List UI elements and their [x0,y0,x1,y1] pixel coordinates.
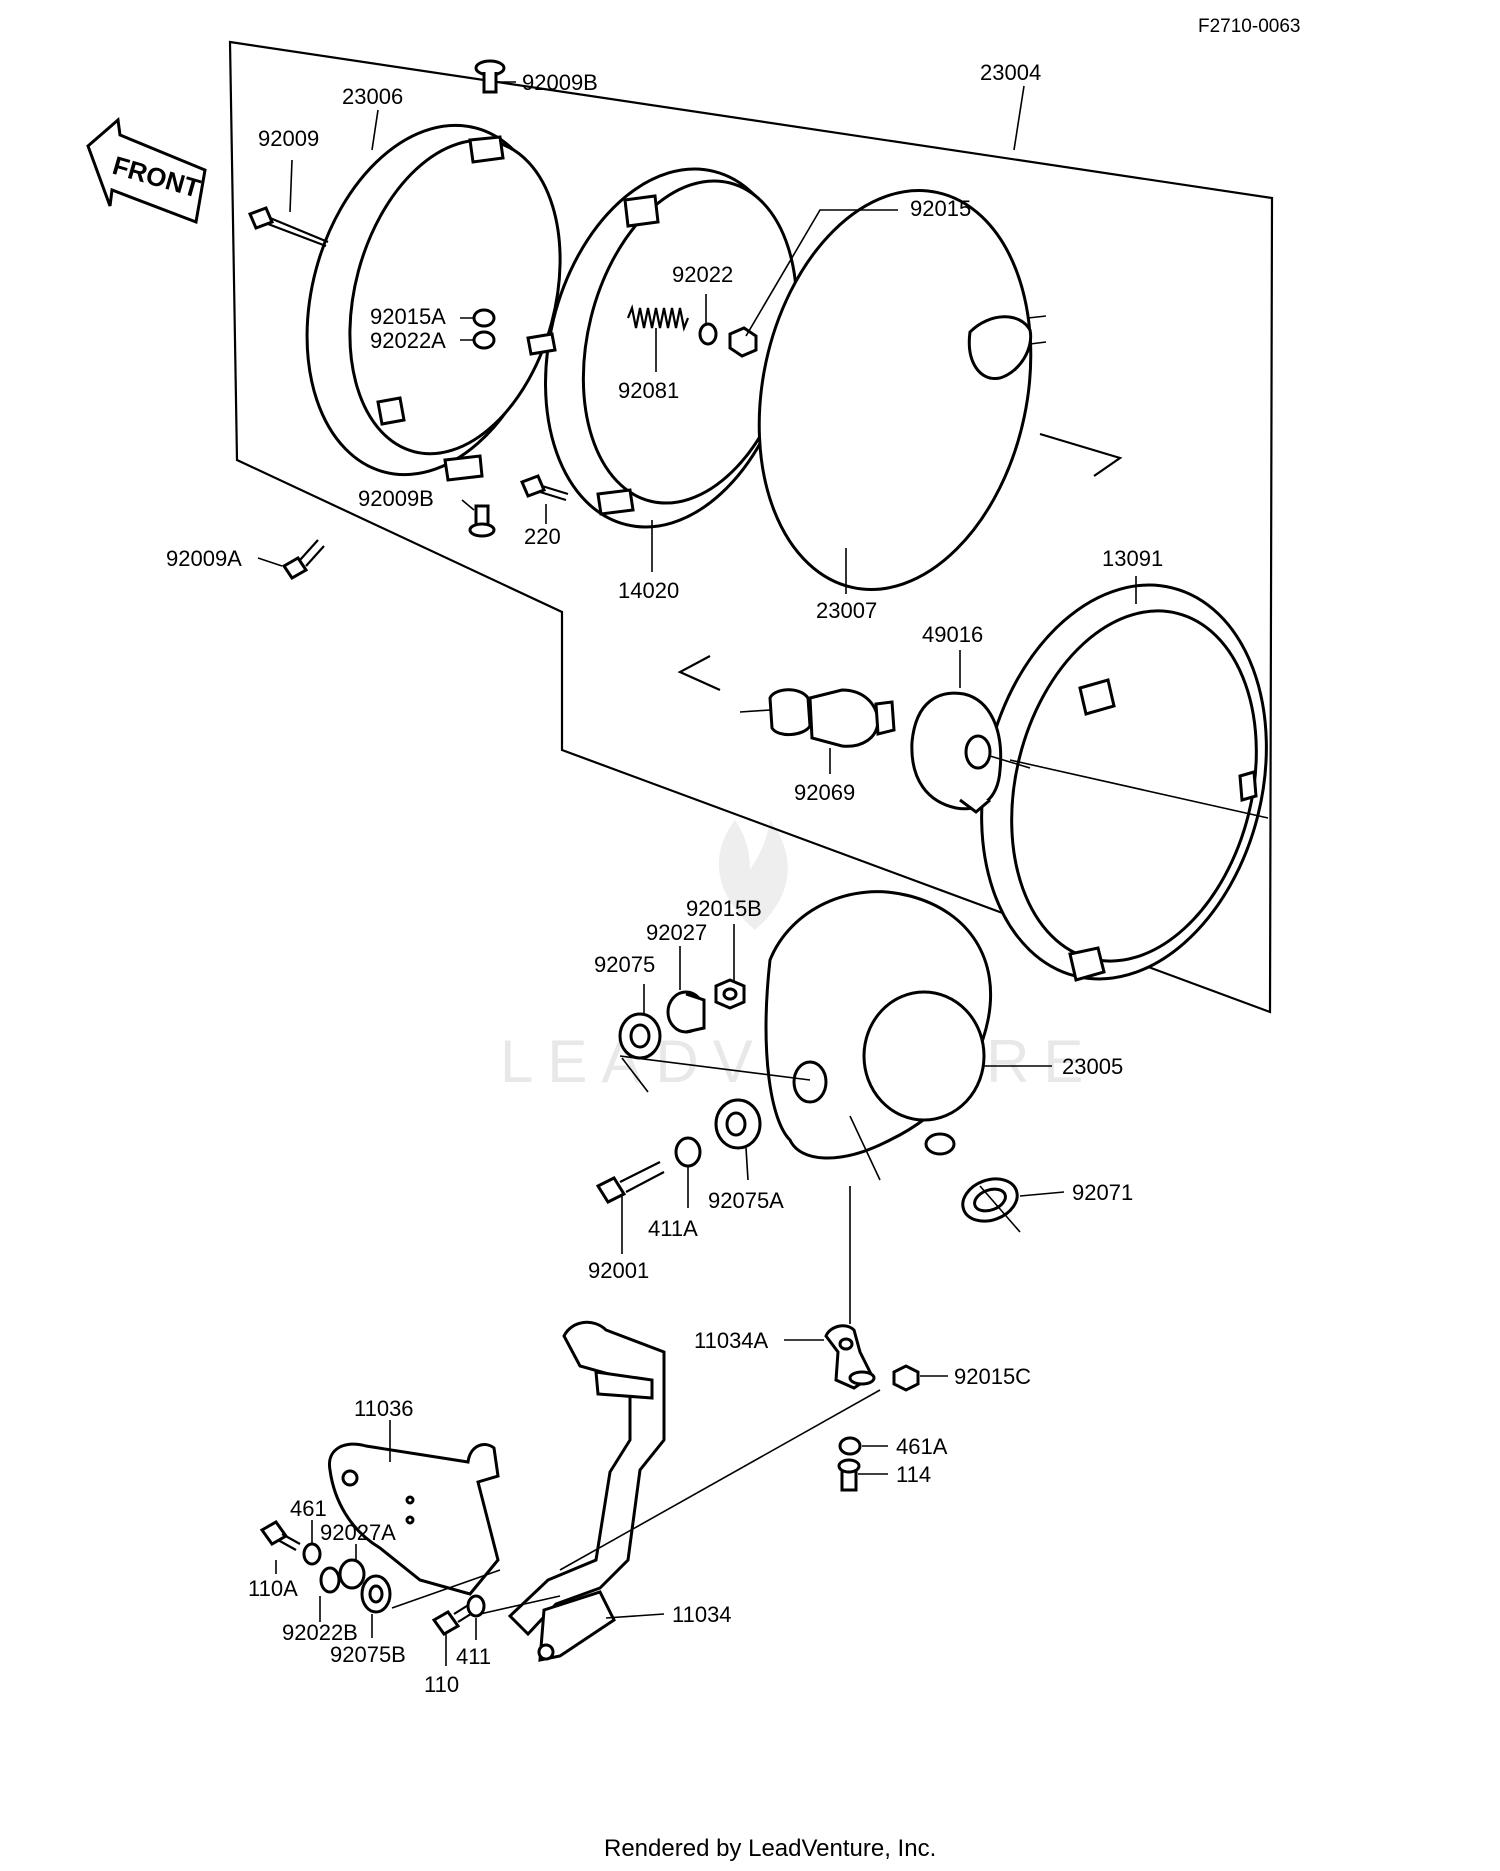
label-23004: 23004 [980,60,1041,85]
dash-arrow-left [677,655,721,692]
rim-14020 [526,167,799,529]
label-220: 220 [524,524,561,549]
dash-arrow [1039,432,1123,477]
bracket-11036 [328,1442,500,1596]
screw-92009B-bottom [468,504,496,538]
label-23005: 23005 [1062,1054,1123,1079]
housing-23005 [764,890,993,1160]
nut-92015B [714,978,746,1010]
label-92015: 92015 [910,196,971,221]
label-110: 110 [424,1672,459,1697]
label-92009B-2: 92009B [358,486,434,511]
washer-92022 [698,322,718,346]
screw-220 [520,474,569,502]
washer-92022A [472,330,496,350]
label-114: 114 [896,1462,931,1487]
washer-92015A [472,308,496,328]
label-92001: 92001 [588,1258,649,1283]
screw-92009 [248,206,329,248]
bolt-114 [837,1458,861,1492]
label-13091: 13091 [1102,546,1163,571]
grommet-92071 [961,1177,1019,1223]
bulb-92069 [768,688,896,748]
bolt-110A [259,1520,301,1551]
label-92069: 92069 [794,780,855,805]
rim-23006 [305,123,562,482]
washer-92022B [319,1566,341,1594]
grommet-92075A [714,1098,762,1150]
label-461: 461 [290,1496,327,1521]
label-14020: 14020 [618,578,679,603]
label-110A: 110A [248,1576,298,1601]
nut-92015C [892,1364,920,1392]
label-92022A: 92022A [370,328,446,353]
washer-411A [674,1136,702,1168]
grommet-92075B [360,1574,392,1614]
leader-13091-axis [1009,759,1269,819]
label-11036: 11036 [354,1396,414,1421]
assembly-outline [228,40,1274,1014]
label-92022: 92022 [672,262,733,287]
label-92022B: 92022B [282,1620,358,1645]
socket-49016 [910,691,1003,814]
stay-11034 [507,1320,666,1662]
reflector-23007 [757,189,1047,591]
screw-92009A [281,539,325,580]
label-92071: 92071 [1072,1180,1133,1205]
label-411: 411 [456,1644,491,1669]
label-92009B: 92009B [522,70,598,95]
label-11034: 11034 [672,1602,732,1627]
label-92075A: 92075A [708,1188,784,1213]
drawing-id: F2710-0063 [1198,16,1300,37]
grommet-92075 [618,1012,662,1060]
label-92027A: 92027A [320,1520,396,1545]
collar-92027A [338,1558,366,1590]
washer-461A [838,1436,862,1456]
screw-92009B-top [474,59,506,94]
bracket-11034A [824,1324,876,1390]
spring-92081 [626,304,690,332]
label-11034A: 11034A [694,1328,769,1353]
label-411A: 411A [648,1216,698,1241]
part-labels: 23004 92009B 23006 92009 92015 92022 920… [166,60,1163,1697]
label-23006: 23006 [342,84,403,109]
washer-411 [466,1594,486,1618]
label-92009A: 92009A [166,546,242,571]
footer-credit: Rendered by LeadVenture, Inc. [604,1835,936,1862]
bolt-92001 [595,1161,665,1204]
label-49016: 49016 [922,622,983,647]
label-92075B: 92075B [330,1642,406,1667]
front-arrow-icon: FRONT [86,117,207,225]
collar-92027 [666,990,706,1034]
headlight-unit-13091 [980,583,1268,982]
nut-92015 [728,326,758,358]
label-92009: 92009 [258,126,319,151]
label-92015A: 92015A [370,304,446,329]
label-23007: 23007 [816,598,877,623]
label-92015C: 92015C [954,1364,1031,1389]
label-92075: 92075 [594,952,655,977]
label-92027: 92027 [646,920,707,945]
label-461A: 461A [896,1434,948,1459]
leader-lines [257,81,1137,1666]
label-92081: 92081 [618,378,679,403]
washer-461 [302,1542,322,1566]
label-92015B: 92015B [686,896,762,921]
